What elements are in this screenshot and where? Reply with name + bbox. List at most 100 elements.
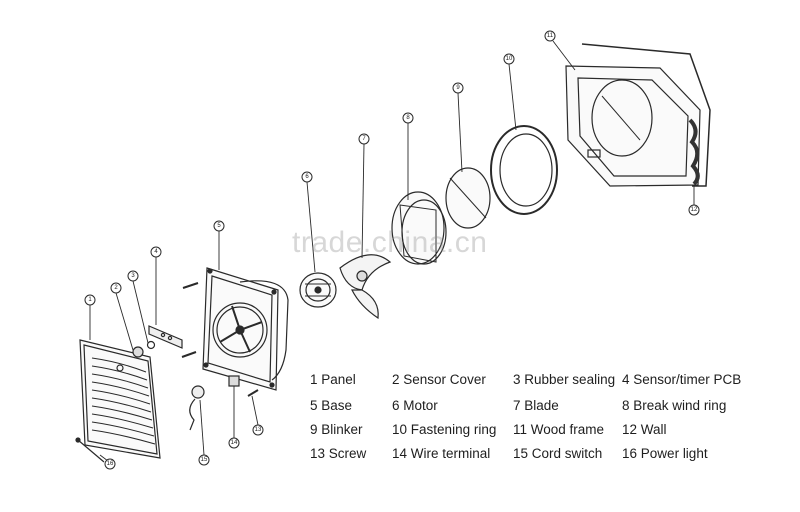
svg-text:15: 15 xyxy=(201,457,208,463)
legend-number: 3 xyxy=(513,372,521,387)
fastening-ring-part xyxy=(490,125,558,215)
wood-frame-part xyxy=(565,65,701,187)
legend-label: Panel xyxy=(321,372,356,387)
blade-part xyxy=(339,254,392,320)
wire-terminal-part xyxy=(228,375,240,387)
wall-part xyxy=(581,43,711,187)
callout-1: 1 xyxy=(84,294,96,306)
legend-item-14: 14 Wire terminal xyxy=(392,446,490,461)
break-wind-ring-part xyxy=(391,191,447,265)
svg-text:5: 5 xyxy=(217,223,221,229)
callout-4: 4 xyxy=(150,246,162,258)
legend-label: Blinker xyxy=(321,422,363,437)
legend-item-13: 13 Screw xyxy=(310,446,366,461)
base-part xyxy=(202,267,289,391)
legend-item-3: 3 Rubber sealing xyxy=(513,372,615,387)
callout-15: 15 xyxy=(198,454,210,466)
legend-item-6: 6 Motor xyxy=(392,398,438,413)
cord-switch-part xyxy=(189,385,205,431)
legend-label: Cord switch xyxy=(531,446,603,461)
legend-item-16: 16 Power light xyxy=(622,446,708,461)
legend-label: Wall xyxy=(640,422,667,437)
legend-label: Break wind ring xyxy=(633,398,727,413)
svg-text:12: 12 xyxy=(691,207,698,213)
legend-item-7: 7 Blade xyxy=(513,398,559,413)
legend-item-8: 8 Break wind ring xyxy=(622,398,726,413)
svg-text:4: 4 xyxy=(154,249,158,255)
legend-number: 6 xyxy=(392,398,400,413)
callout-13: 13 xyxy=(252,424,264,436)
legend-label: Motor xyxy=(403,398,438,413)
legend-number: 12 xyxy=(622,422,638,437)
legend-label: Power light xyxy=(640,446,708,461)
legend-number: 13 xyxy=(310,446,326,461)
svg-text:2: 2 xyxy=(114,285,118,291)
legend-item-10: 10 Fastening ring xyxy=(392,422,496,437)
legend-number: 1 xyxy=(310,372,318,387)
legend-label: Wood frame xyxy=(530,422,605,437)
svg-text:3: 3 xyxy=(131,273,135,279)
legend-number: 7 xyxy=(513,398,521,413)
legend-label: Screw xyxy=(328,446,367,461)
panel-part xyxy=(75,339,161,463)
legend-number: 5 xyxy=(310,398,318,413)
callout-12: 12 xyxy=(688,204,700,216)
legend-label: Sensor Cover xyxy=(403,372,486,387)
screw-part xyxy=(181,282,259,397)
legend-label: Blade xyxy=(524,398,559,413)
legend-item-12: 12 Wall xyxy=(622,422,667,437)
callout-5: 5 xyxy=(213,220,225,232)
legend-item-2: 2 Sensor Cover xyxy=(392,372,486,387)
svg-text:11: 11 xyxy=(547,33,554,39)
callout-7: 7 xyxy=(358,133,370,145)
legend-item-15: 15 Cord switch xyxy=(513,446,602,461)
motor-part xyxy=(299,272,337,308)
callout-16: 16 xyxy=(104,458,116,470)
legend-item-11: 11 Wood frame xyxy=(513,422,604,437)
callout-3: 3 xyxy=(127,270,139,282)
rubber-sealing-part xyxy=(146,340,156,350)
legend-label: Rubber sealing xyxy=(524,372,616,387)
svg-text:10: 10 xyxy=(506,56,513,62)
callout-8: 8 xyxy=(402,112,414,124)
svg-text:16: 16 xyxy=(107,461,114,467)
callout-14: 14 xyxy=(228,437,240,449)
callouts: 1 2 3 4 5 6 7 8 9 10 11 12 13 14 15 16 xyxy=(84,30,700,470)
legend-number: 14 xyxy=(392,446,408,461)
legend-number: 16 xyxy=(622,446,638,461)
legend-label: Base xyxy=(321,398,353,413)
legend-item-4: 4 Sensor/timer PCB xyxy=(622,372,741,387)
legend-number: 10 xyxy=(392,422,408,437)
callout-10: 10 xyxy=(503,53,515,65)
callout-6: 6 xyxy=(301,171,313,183)
legend-number: 11 xyxy=(513,422,528,437)
svg-text:7: 7 xyxy=(362,136,366,142)
blinker-part xyxy=(445,167,491,229)
callout-9: 9 xyxy=(452,82,464,94)
svg-text:1: 1 xyxy=(88,297,92,303)
legend-label: Wire terminal xyxy=(410,446,491,461)
legend-number: 2 xyxy=(392,372,400,387)
callout-11: 11 xyxy=(544,30,556,42)
sensor-pcb-part xyxy=(148,325,183,349)
svg-text:6: 6 xyxy=(305,174,309,180)
callout-2: 2 xyxy=(110,282,122,294)
legend-number: 8 xyxy=(622,398,630,413)
parts-legend: 1 Panel 2 Sensor Cover 3 Rubber sealing … xyxy=(304,368,784,468)
watermark-text: trade.china.cn xyxy=(292,226,488,259)
legend-item-9: 9 Blinker xyxy=(310,422,363,437)
svg-text:13: 13 xyxy=(255,427,262,433)
legend-label: Sensor/timer PCB xyxy=(633,372,742,387)
legend-number: 4 xyxy=(622,372,630,387)
legend-item-1: 1 Panel xyxy=(310,372,356,387)
svg-text:9: 9 xyxy=(456,85,460,91)
svg-text:14: 14 xyxy=(231,440,238,446)
sensor-cover-part xyxy=(132,346,144,358)
legend-item-5: 5 Base xyxy=(310,398,352,413)
legend-label: Fastening ring xyxy=(410,422,497,437)
legend-number: 15 xyxy=(513,446,529,461)
svg-text:8: 8 xyxy=(406,115,410,121)
legend-number: 9 xyxy=(310,422,318,437)
callout-leaders xyxy=(89,40,695,462)
